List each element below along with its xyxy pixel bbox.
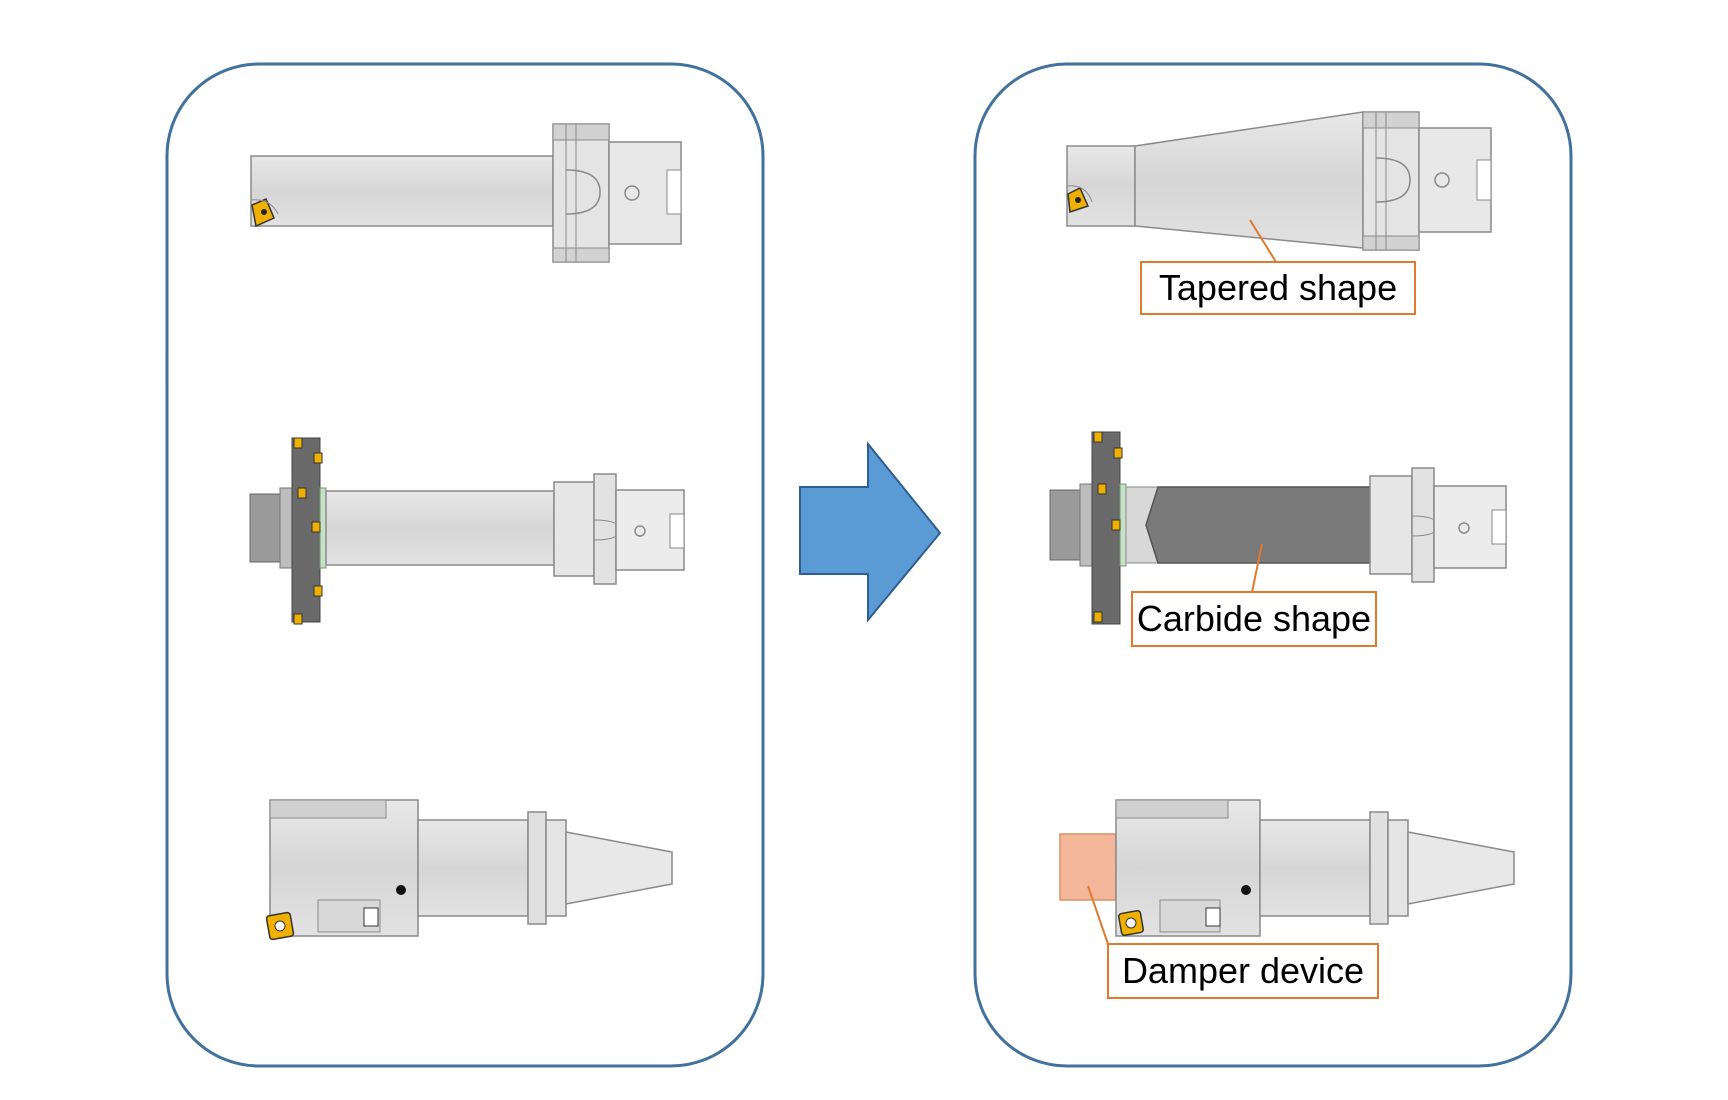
right-face-mill-carbide: [1049, 431, 1507, 625]
right-panel: [973, 62, 1573, 1068]
left-panel: [165, 62, 765, 1068]
callout-tapered-label: Tapered shape: [1159, 267, 1397, 308]
left-boring-bar: [250, 123, 682, 263]
right-tapered-boring-bar: [1066, 111, 1492, 251]
left-face-mill-arbor: [249, 437, 685, 625]
left-shoulder-mill: [265, 799, 673, 941]
callout-tapered: Tapered shape: [1140, 219, 1416, 315]
cutting-insert-icon: [251, 198, 275, 228]
callout-carbide-label: Carbide shape: [1137, 598, 1371, 639]
cutting-insert-icon: [1067, 186, 1090, 214]
callout-carbide: Carbide shape: [1131, 543, 1377, 647]
callout-damper: Damper device: [1087, 885, 1379, 999]
right-shoulder-mill-damper: [1059, 799, 1515, 937]
right-arrow-icon: [799, 441, 942, 623]
callout-damper-label: Damper device: [1122, 950, 1364, 991]
cutting-insert-icon: [1117, 909, 1145, 937]
cutting-insert-icon: [265, 911, 295, 941]
